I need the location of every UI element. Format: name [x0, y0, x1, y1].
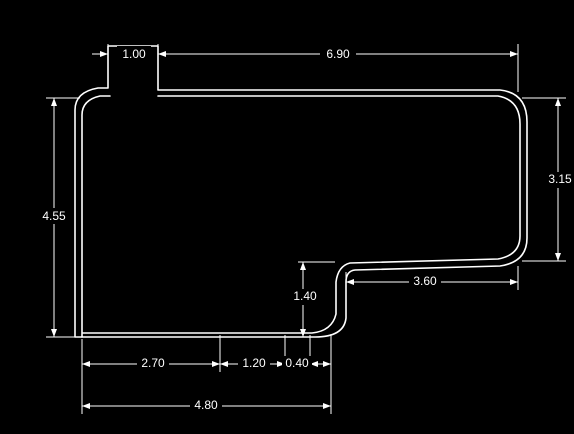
dim-label-bottom-overall: 4.80: [194, 398, 218, 412]
dim-right-height: 3.15: [522, 97, 574, 262]
dim-step-height: 1.40: [290, 261, 335, 337]
dim-step-length: 3.60: [345, 266, 519, 290]
part-outline: [74, 45, 528, 338]
dim-label-left-height: 4.55: [42, 209, 66, 223]
dim-label-bottom-2: 1.20: [242, 356, 266, 370]
dim-top-length: 6.90: [158, 44, 519, 92]
outline-outer: [74, 45, 528, 338]
dim-top-notch: 1.00: [92, 44, 172, 62]
dim-label-top-length: 6.90: [326, 47, 350, 61]
outline-inner: [81, 95, 521, 338]
dim-label-right-height: 3.15: [548, 172, 572, 186]
dim-label-top-notch: 1.00: [122, 47, 146, 61]
dim-bottom-overall: 4.80: [82, 398, 331, 414]
dim-bottom-chain: 2.70 1.20 0.40: [81, 334, 332, 414]
dim-label-bottom-3: 0.40: [285, 356, 309, 370]
dim-label-step-height: 1.40: [293, 289, 317, 303]
dim-label-bottom-1: 2.70: [141, 356, 165, 370]
dim-label-step-length: 3.60: [413, 274, 437, 288]
dim-left-height: 4.55: [40, 97, 80, 338]
